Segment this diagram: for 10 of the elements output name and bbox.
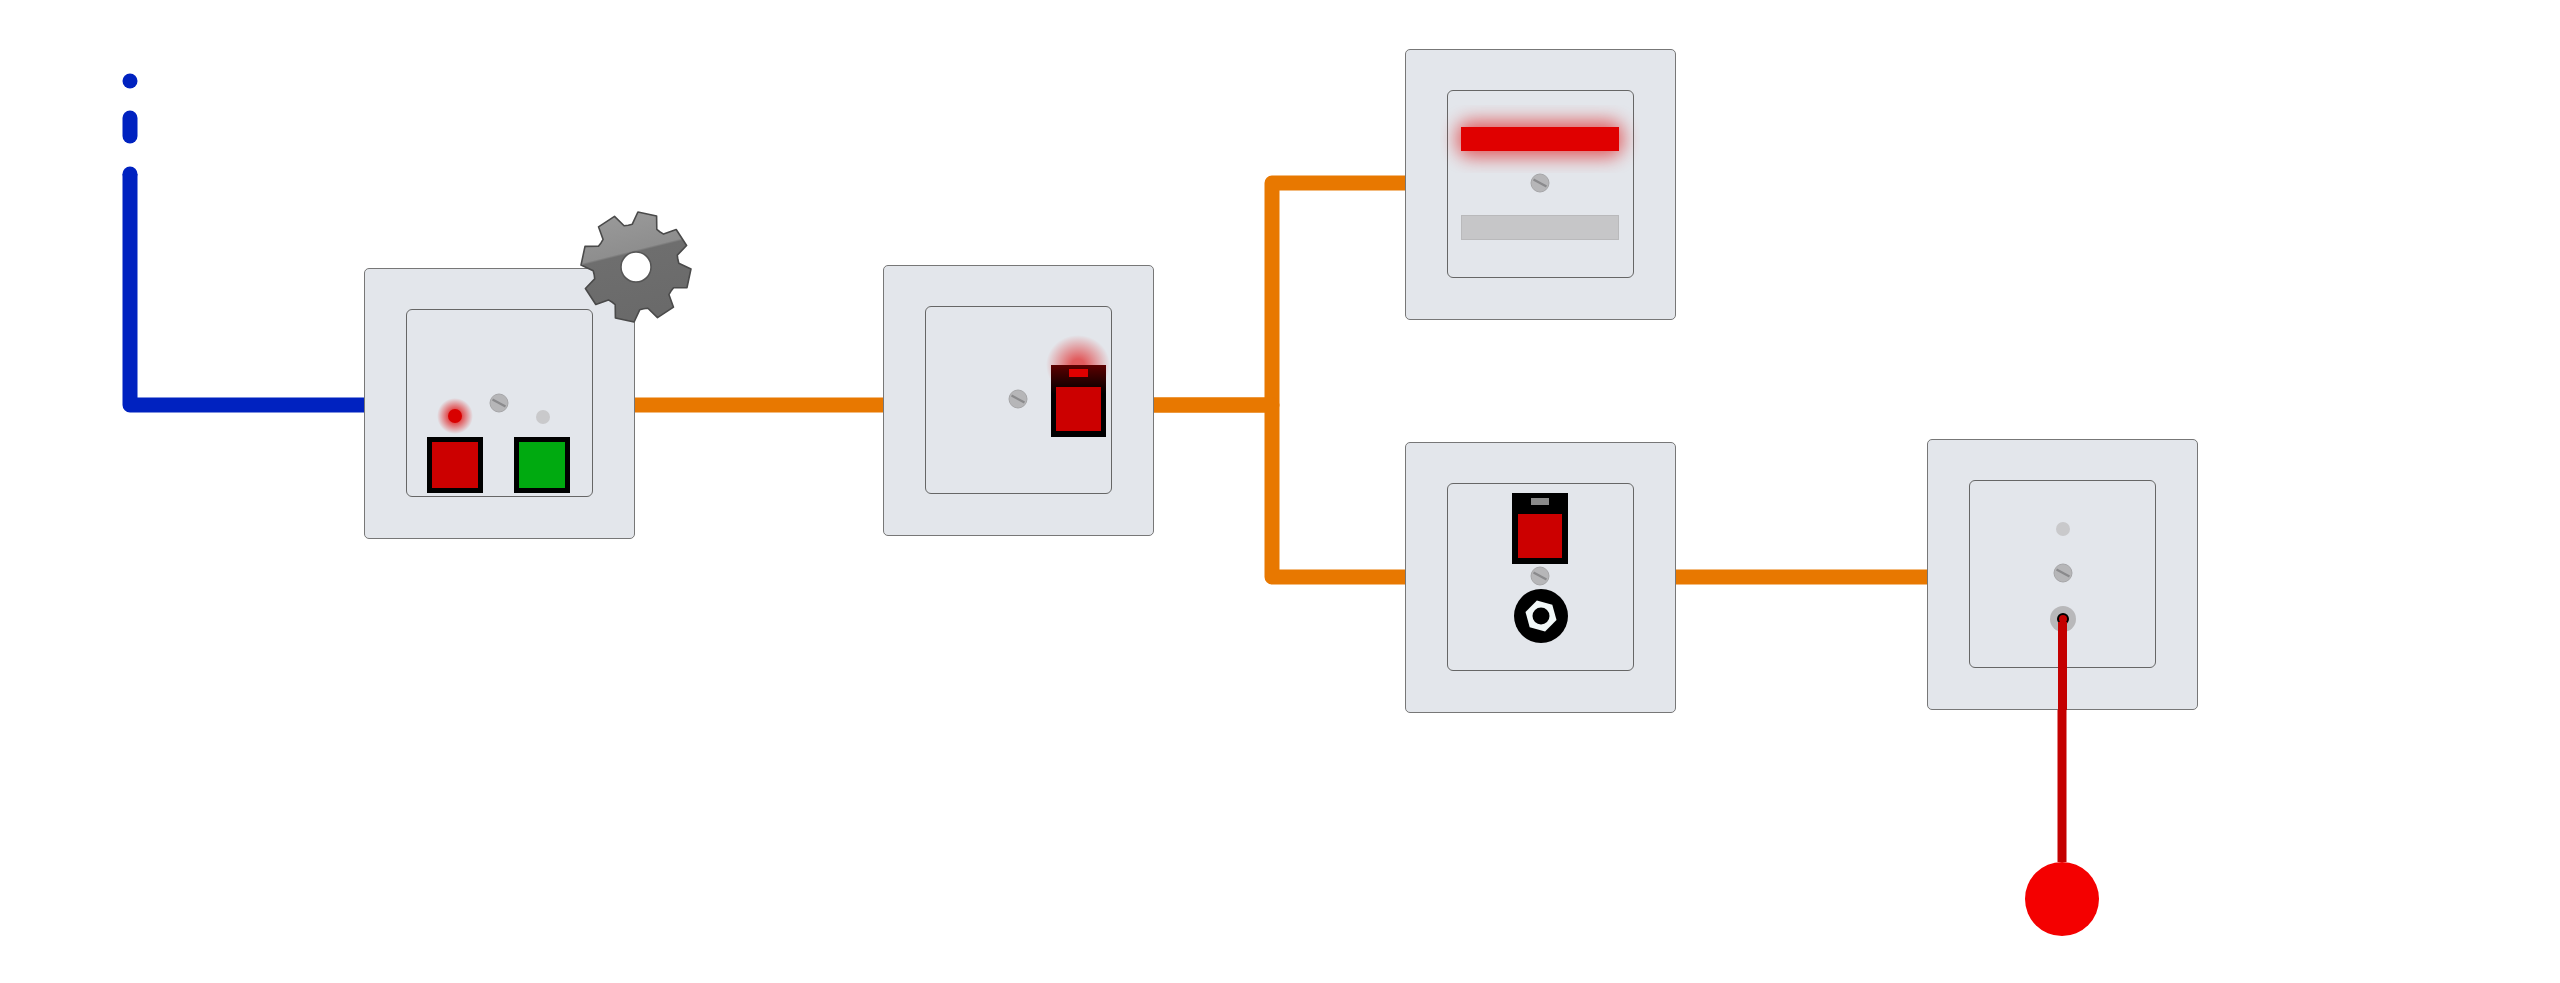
connection-line [2057,710,2067,862]
wall-plate [1927,439,2198,710]
connection-line [635,397,883,413]
wall-plate [883,265,1154,536]
connection-line [1154,397,1405,585]
wall-plate [1405,49,1676,320]
connection-line [1676,569,1927,585]
wall-plate [1405,442,1676,713]
connection-line [122,73,364,413]
wall-plate [364,268,635,539]
